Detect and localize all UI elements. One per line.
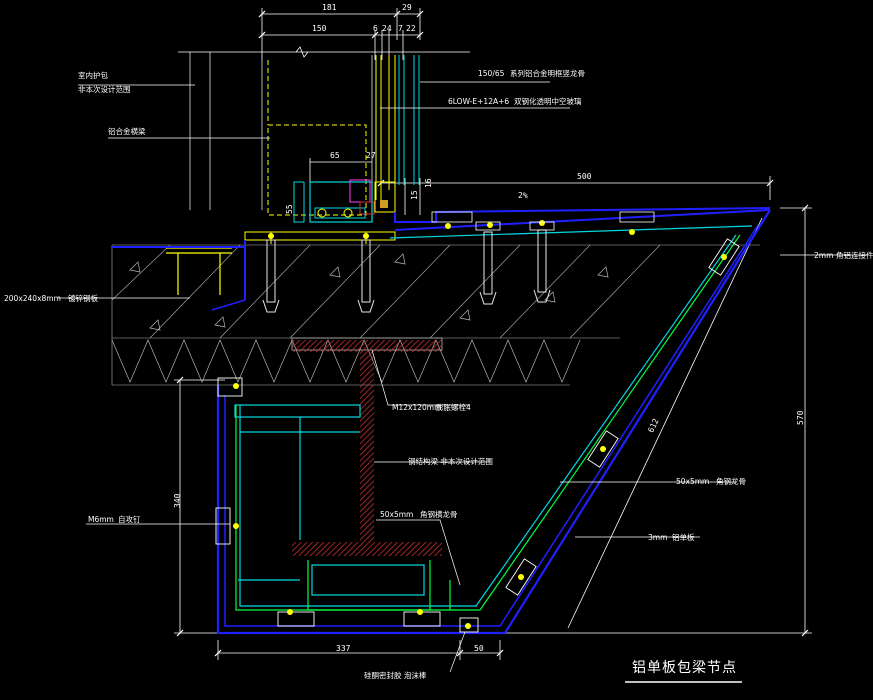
label-corner-conn-spec: 2mm <box>814 251 833 260</box>
label-embed-plate: 镀锌钢板 <box>68 293 98 303</box>
drawing-title: 铝单板包梁节点 <box>632 660 737 676</box>
dim-340: 340 <box>173 493 182 508</box>
cladding-outer <box>216 209 771 635</box>
label-sealant: 硅酮密封胶 泡沫棒 <box>364 670 427 680</box>
label-screw-name: 自攻钉 <box>118 514 141 524</box>
dim-612: 612 <box>646 417 660 434</box>
steel-beam <box>292 340 442 556</box>
dimension-text: 181 29 150 6 24 7 22 65 27 55 15 16 500 … <box>173 3 805 653</box>
cladding-screws <box>233 254 727 629</box>
label-stud-name: 角钢横龙骨 <box>420 509 458 519</box>
dim-24: 24 <box>382 24 392 33</box>
label-indoor-finish: 室内护包 <box>78 70 108 80</box>
dim-570: 570 <box>796 410 805 425</box>
label-screw-spec: M6mm <box>88 515 114 524</box>
expansion-bolts <box>262 229 551 313</box>
concrete-slab <box>111 244 760 386</box>
label-glass-name: 双钢化透明中空玻璃 <box>514 96 582 106</box>
label-embed-plate-spec: 200x240x8mm <box>4 294 61 303</box>
label-panel-name: 铝单板 <box>672 532 695 542</box>
slab-top-edge <box>112 231 396 311</box>
dim-150: 150 <box>312 24 327 33</box>
label-bolt-name: 膨胀螺栓4 <box>436 402 471 412</box>
mullion <box>375 55 396 200</box>
stool <box>166 247 232 295</box>
label-angle-spec: 50x5mm <box>676 477 709 486</box>
cladding-inner <box>224 224 759 627</box>
annotation-labels: 室内护包 非本次设计范围 150/65 系列铝合金明框竖龙骨 6LOW-E+12… <box>4 68 873 680</box>
dim-65: 65 <box>330 151 340 160</box>
insulated-glass <box>398 55 420 185</box>
label-corner-conn: 角铝连接件 <box>836 250 873 260</box>
dim-2pct: 2% <box>518 191 528 200</box>
label-mullion-name: 系列铝合金明框竖龙骨 <box>510 68 585 78</box>
drawing-title-group: 铝单板包梁节点 <box>625 660 742 683</box>
dim-29: 29 <box>402 3 412 12</box>
angle-steel-frame <box>234 234 741 611</box>
top-clips <box>268 220 635 239</box>
dim-7: 7 <box>398 24 403 33</box>
label-glass-spec: 6LOW-E+12A+6 <box>448 97 509 106</box>
label-alu-sill: 铝合金横梁 <box>108 126 146 136</box>
label-bolt-spec: M12x120mm <box>392 403 441 412</box>
alu-sill-frame <box>267 60 367 216</box>
cladding-clips <box>215 238 740 633</box>
label-panel-spec: 3mm <box>648 533 667 542</box>
label-scope-indoor: 非本次设计范围 <box>78 84 131 94</box>
dim-50: 50 <box>474 644 484 653</box>
leader-lines <box>58 81 868 673</box>
dim-16: 16 <box>424 178 433 188</box>
dimension-ticks <box>176 10 809 657</box>
dim-27: 27 <box>366 151 376 160</box>
dim-15: 15 <box>410 190 419 200</box>
top-clip-boxes <box>431 211 655 231</box>
dim-6: 6 <box>373 24 378 33</box>
indoor-wall-lines <box>189 52 373 210</box>
label-mullion-series: 150/65 <box>478 69 505 78</box>
label-stud-spec: 50x5mm <box>380 510 413 519</box>
label-angle-name: 角钢龙骨 <box>716 476 746 486</box>
sill-transom <box>293 179 396 223</box>
dim-181: 181 <box>322 3 337 12</box>
top-angle-runner <box>389 225 753 239</box>
dim-22: 22 <box>406 24 416 33</box>
label-steel-beam: 钢结构梁 非本次设计范围 <box>408 456 493 466</box>
dim-500: 500 <box>577 172 592 181</box>
dim-55: 55 <box>285 204 294 214</box>
dim-337: 337 <box>336 644 351 653</box>
